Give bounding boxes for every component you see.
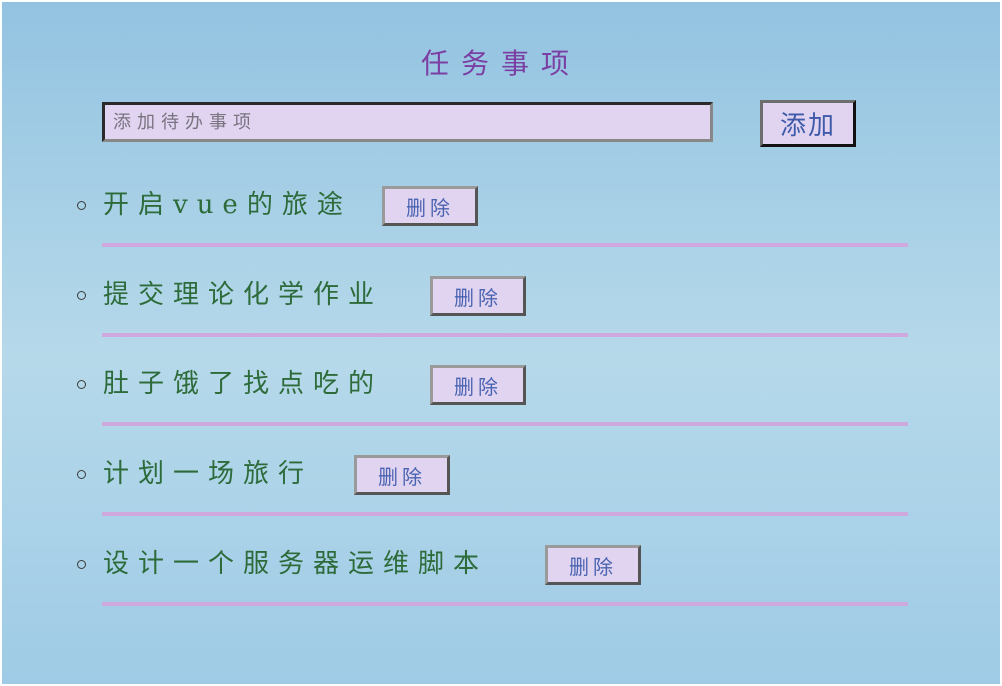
todo-item: 计划一场旅行 删除	[2, 455, 1000, 520]
delete-button[interactable]: 删除	[430, 365, 526, 405]
bullet-icon	[77, 291, 86, 300]
bullet-icon	[77, 470, 86, 479]
todo-item: 开启vue的旅途 删除	[2, 186, 1000, 251]
todo-item: 肚子饿了找点吃的 删除	[2, 365, 1000, 430]
divider	[102, 512, 908, 516]
delete-button[interactable]: 删除	[545, 545, 641, 585]
todo-text: 提交理论化学作业	[103, 280, 384, 310]
bullet-icon	[77, 380, 86, 389]
todo-item: 设计一个服务器运维脚本 删除	[2, 545, 1000, 610]
delete-button[interactable]: 删除	[354, 455, 450, 495]
divider	[102, 333, 908, 337]
todo-text: 计划一场旅行	[103, 459, 314, 489]
todo-text: 设计一个服务器运维脚本	[103, 549, 489, 579]
delete-button[interactable]: 删除	[430, 276, 526, 316]
add-button[interactable]: 添加	[760, 100, 856, 147]
add-todo-input[interactable]	[102, 102, 713, 142]
delete-button[interactable]: 删除	[382, 186, 478, 226]
divider	[102, 602, 908, 606]
divider	[102, 422, 908, 426]
todo-text: 开启vue的旅途	[103, 190, 352, 220]
bullet-icon	[77, 201, 86, 210]
todo-text: 肚子饿了找点吃的	[103, 369, 384, 399]
page-title: 任务事项	[420, 47, 581, 80]
bullet-icon	[77, 560, 86, 569]
divider	[102, 243, 908, 247]
todo-item: 提交理论化学作业 删除	[2, 276, 1000, 341]
